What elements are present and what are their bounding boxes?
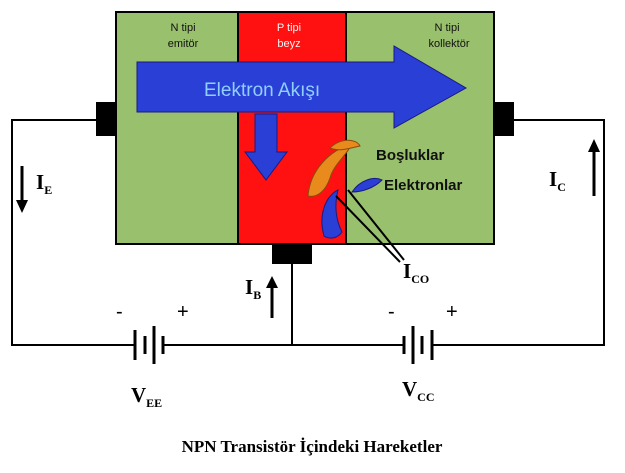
ico-label: ICO <box>403 259 429 286</box>
vee-plus: + <box>177 301 189 323</box>
emitter-terminal <box>96 102 116 136</box>
vee-label: VEE <box>131 383 162 410</box>
vcc-plus: + <box>446 301 458 323</box>
ico-leader-line-2 <box>347 189 405 261</box>
collector-terminal <box>494 102 514 136</box>
vcc-battery <box>402 326 434 364</box>
electrons-label: Elektronlar <box>384 177 463 194</box>
ic-arrow-head <box>588 139 600 152</box>
vcc-label: VCC <box>402 377 435 404</box>
ie-label: IE <box>36 170 52 197</box>
emitter-region <box>115 11 239 245</box>
hole-swirl-shape <box>307 143 353 197</box>
base-terminal <box>272 244 312 264</box>
base-label-line1: P tipi <box>277 22 301 34</box>
vee-battery <box>133 326 165 364</box>
hole-swirl-small <box>329 139 361 151</box>
ie-arrow-head <box>16 200 28 213</box>
current-arrows <box>16 139 600 318</box>
collector-region <box>345 11 495 245</box>
emitter-label-line1: N tipi <box>170 22 195 34</box>
collector-label-line2: kollektör <box>429 38 470 50</box>
wire-collector-loop <box>432 119 605 346</box>
wire-emitter-loop <box>11 119 135 346</box>
ib-arrow-head <box>266 276 278 288</box>
electron-swirl-shape <box>321 189 343 239</box>
electron-flow-label: Elektron Akışı <box>204 80 320 101</box>
vcc-minus: - <box>388 301 395 323</box>
circuit-wiring <box>11 119 605 346</box>
electron-flow-arrow <box>136 45 468 129</box>
base-label-line2: beyz <box>277 38 300 50</box>
emitter-label-line2: emitör <box>168 38 199 50</box>
vee-minus: - <box>116 301 123 323</box>
ic-label: IC <box>549 167 566 194</box>
ib-label: IB <box>245 275 261 302</box>
holes-label: Boşluklar <box>376 147 445 164</box>
diagram-caption: NPN Transistör İçindeki Hareketler <box>182 437 443 456</box>
collector-label-line1: N tipi <box>434 22 459 34</box>
base-recombination-arrow <box>244 113 288 181</box>
ico-leader-line <box>335 195 401 263</box>
electron-swirl-small <box>351 178 383 193</box>
